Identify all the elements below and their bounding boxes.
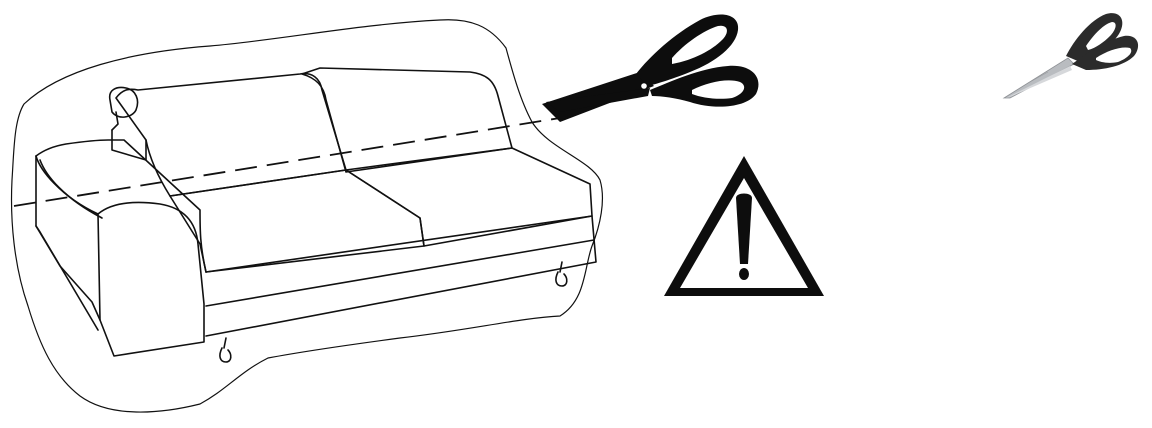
- scissors-icon: [542, 15, 758, 122]
- sofa-back-right: [302, 68, 512, 172]
- scissors-photo: [1004, 13, 1138, 98]
- sofa-drawing: [36, 68, 596, 362]
- cut-line: [14, 118, 560, 206]
- sofa-seat-left: [170, 170, 424, 272]
- warning-icon: [664, 156, 824, 296]
- sofa-caster-left: [220, 338, 231, 362]
- packaging-film-outline: [12, 20, 603, 412]
- sofa-back-left: [116, 74, 346, 196]
- sofa-caster-right: [556, 262, 567, 286]
- sofa-left-arm-side: [36, 156, 100, 320]
- sofa-left-arm-top: [36, 140, 206, 272]
- sofa-seat-right: [346, 148, 592, 246]
